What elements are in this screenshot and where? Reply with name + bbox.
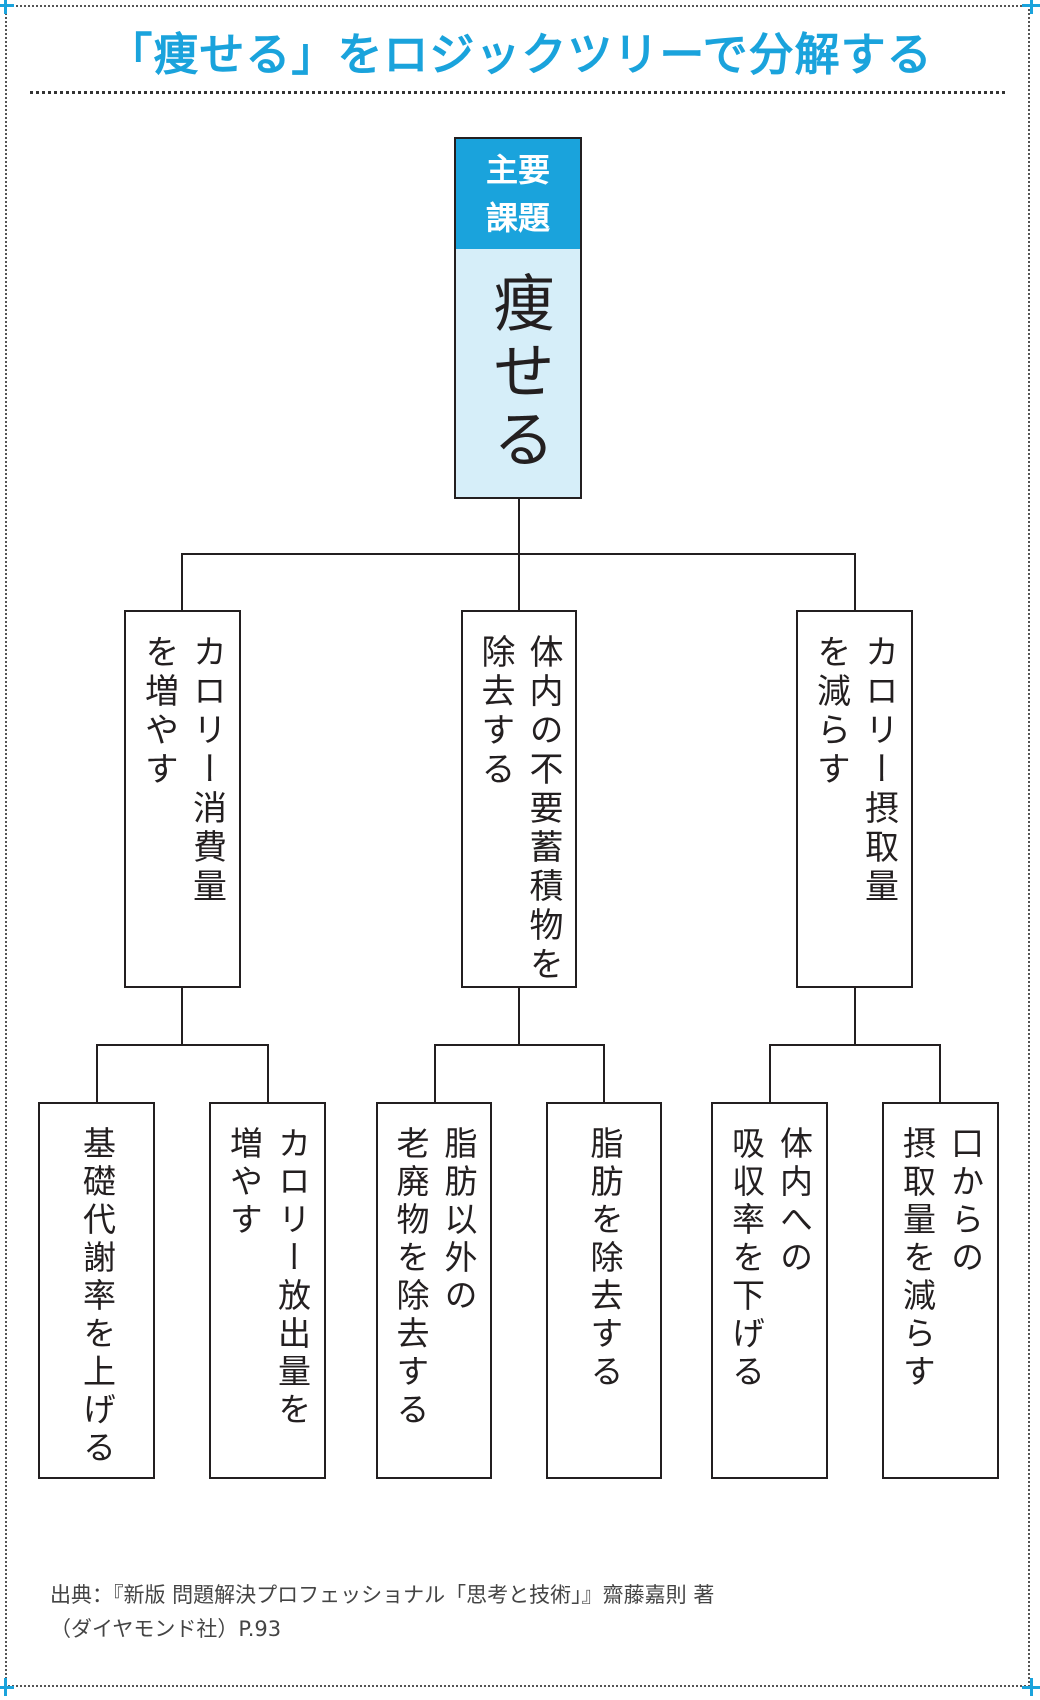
root-node: 主要 課題 痩せる xyxy=(454,137,582,499)
level2-node-3: カロリー摂取量 を減らす xyxy=(796,610,913,988)
connector-l3-bar-1 xyxy=(96,1044,269,1046)
root-label-line2: 課題 xyxy=(485,199,550,237)
source-citation: 出典：『新版 問題解決プロフェッショナル「思考と技術」』齋藤嘉則 著 （ダイヤモ… xyxy=(50,1578,714,1646)
connector-l2-3-down xyxy=(854,987,856,1045)
connector-l3-4 xyxy=(603,1044,605,1103)
root-label: 主要 課題 xyxy=(456,139,580,249)
connector-l3-2 xyxy=(267,1044,269,1103)
level2-node-1-text: カロリー消費量 を増やす xyxy=(138,634,227,907)
level3-node-5-text: 体内への 吸収率を下げる xyxy=(726,1126,814,1392)
corner-mark-top-right xyxy=(1022,0,1040,14)
connector-l3-1 xyxy=(96,1044,98,1103)
connector-l2-3 xyxy=(854,553,856,611)
level3-node-6-text: 口からの 摂取量を減らす xyxy=(897,1126,985,1392)
level3-node-6: 口からの 摂取量を減らす xyxy=(882,1102,999,1479)
level3-node-3-text: 脂肪以外の 老廃物を除去する xyxy=(391,1126,478,1430)
level3-node-1: 基礎代謝率を上げる xyxy=(38,1102,155,1479)
corner-mark-bottom-left xyxy=(0,1678,14,1696)
level3-node-3: 脂肪以外の 老廃物を除去する xyxy=(376,1102,492,1479)
level2-node-2-text: 体内の不要蓄積物を 除去する xyxy=(475,634,563,985)
title-divider xyxy=(30,91,1005,94)
connector-l2-1 xyxy=(181,553,183,611)
level3-node-5: 体内への 吸収率を下げる xyxy=(711,1102,828,1479)
connector-l3-bar-3 xyxy=(769,1044,941,1046)
page-title: 「痩せる」をロジックツリーで分解する xyxy=(107,28,933,81)
source-line2: （ダイヤモンド社）P.93 xyxy=(50,1617,282,1641)
connector-l3-5 xyxy=(769,1044,771,1103)
corner-mark-top-left xyxy=(0,0,14,14)
source-line1: 出典：『新版 問題解決プロフェッショナル「思考と技術」』齋藤嘉則 著 xyxy=(50,1583,715,1607)
corner-mark-bottom-right xyxy=(1022,1678,1040,1696)
level2-node-2: 体内の不要蓄積物を 除去する xyxy=(461,610,577,988)
level3-node-4: 脂肪を除去する xyxy=(546,1102,662,1479)
dotted-frame xyxy=(5,5,1030,1687)
level3-node-1-text: 基礎代謝率を上げる xyxy=(77,1126,117,1468)
level3-node-2-text: カロリー放出量を 増やす xyxy=(224,1126,312,1430)
connector-l2-1-down xyxy=(181,987,183,1045)
connector-l3-6 xyxy=(939,1044,941,1103)
connector-l3-bar-2 xyxy=(434,1044,605,1046)
connector-root-down xyxy=(518,498,520,554)
level2-node-3-text: カロリー摂取量 を減らす xyxy=(810,634,899,907)
connector-l2-2 xyxy=(518,553,520,611)
connector-l3-3 xyxy=(434,1044,436,1103)
level2-node-1: カロリー消費量 を増やす xyxy=(124,610,241,988)
level3-node-2: カロリー放出量を 増やす xyxy=(209,1102,326,1479)
level3-node-4-text: 脂肪を除去する xyxy=(585,1126,624,1392)
root-text: 痩せる xyxy=(482,271,555,475)
root-text-area: 痩せる xyxy=(456,249,580,497)
root-label-line1: 主要 xyxy=(485,151,550,189)
connector-l2-2-down xyxy=(518,987,520,1045)
